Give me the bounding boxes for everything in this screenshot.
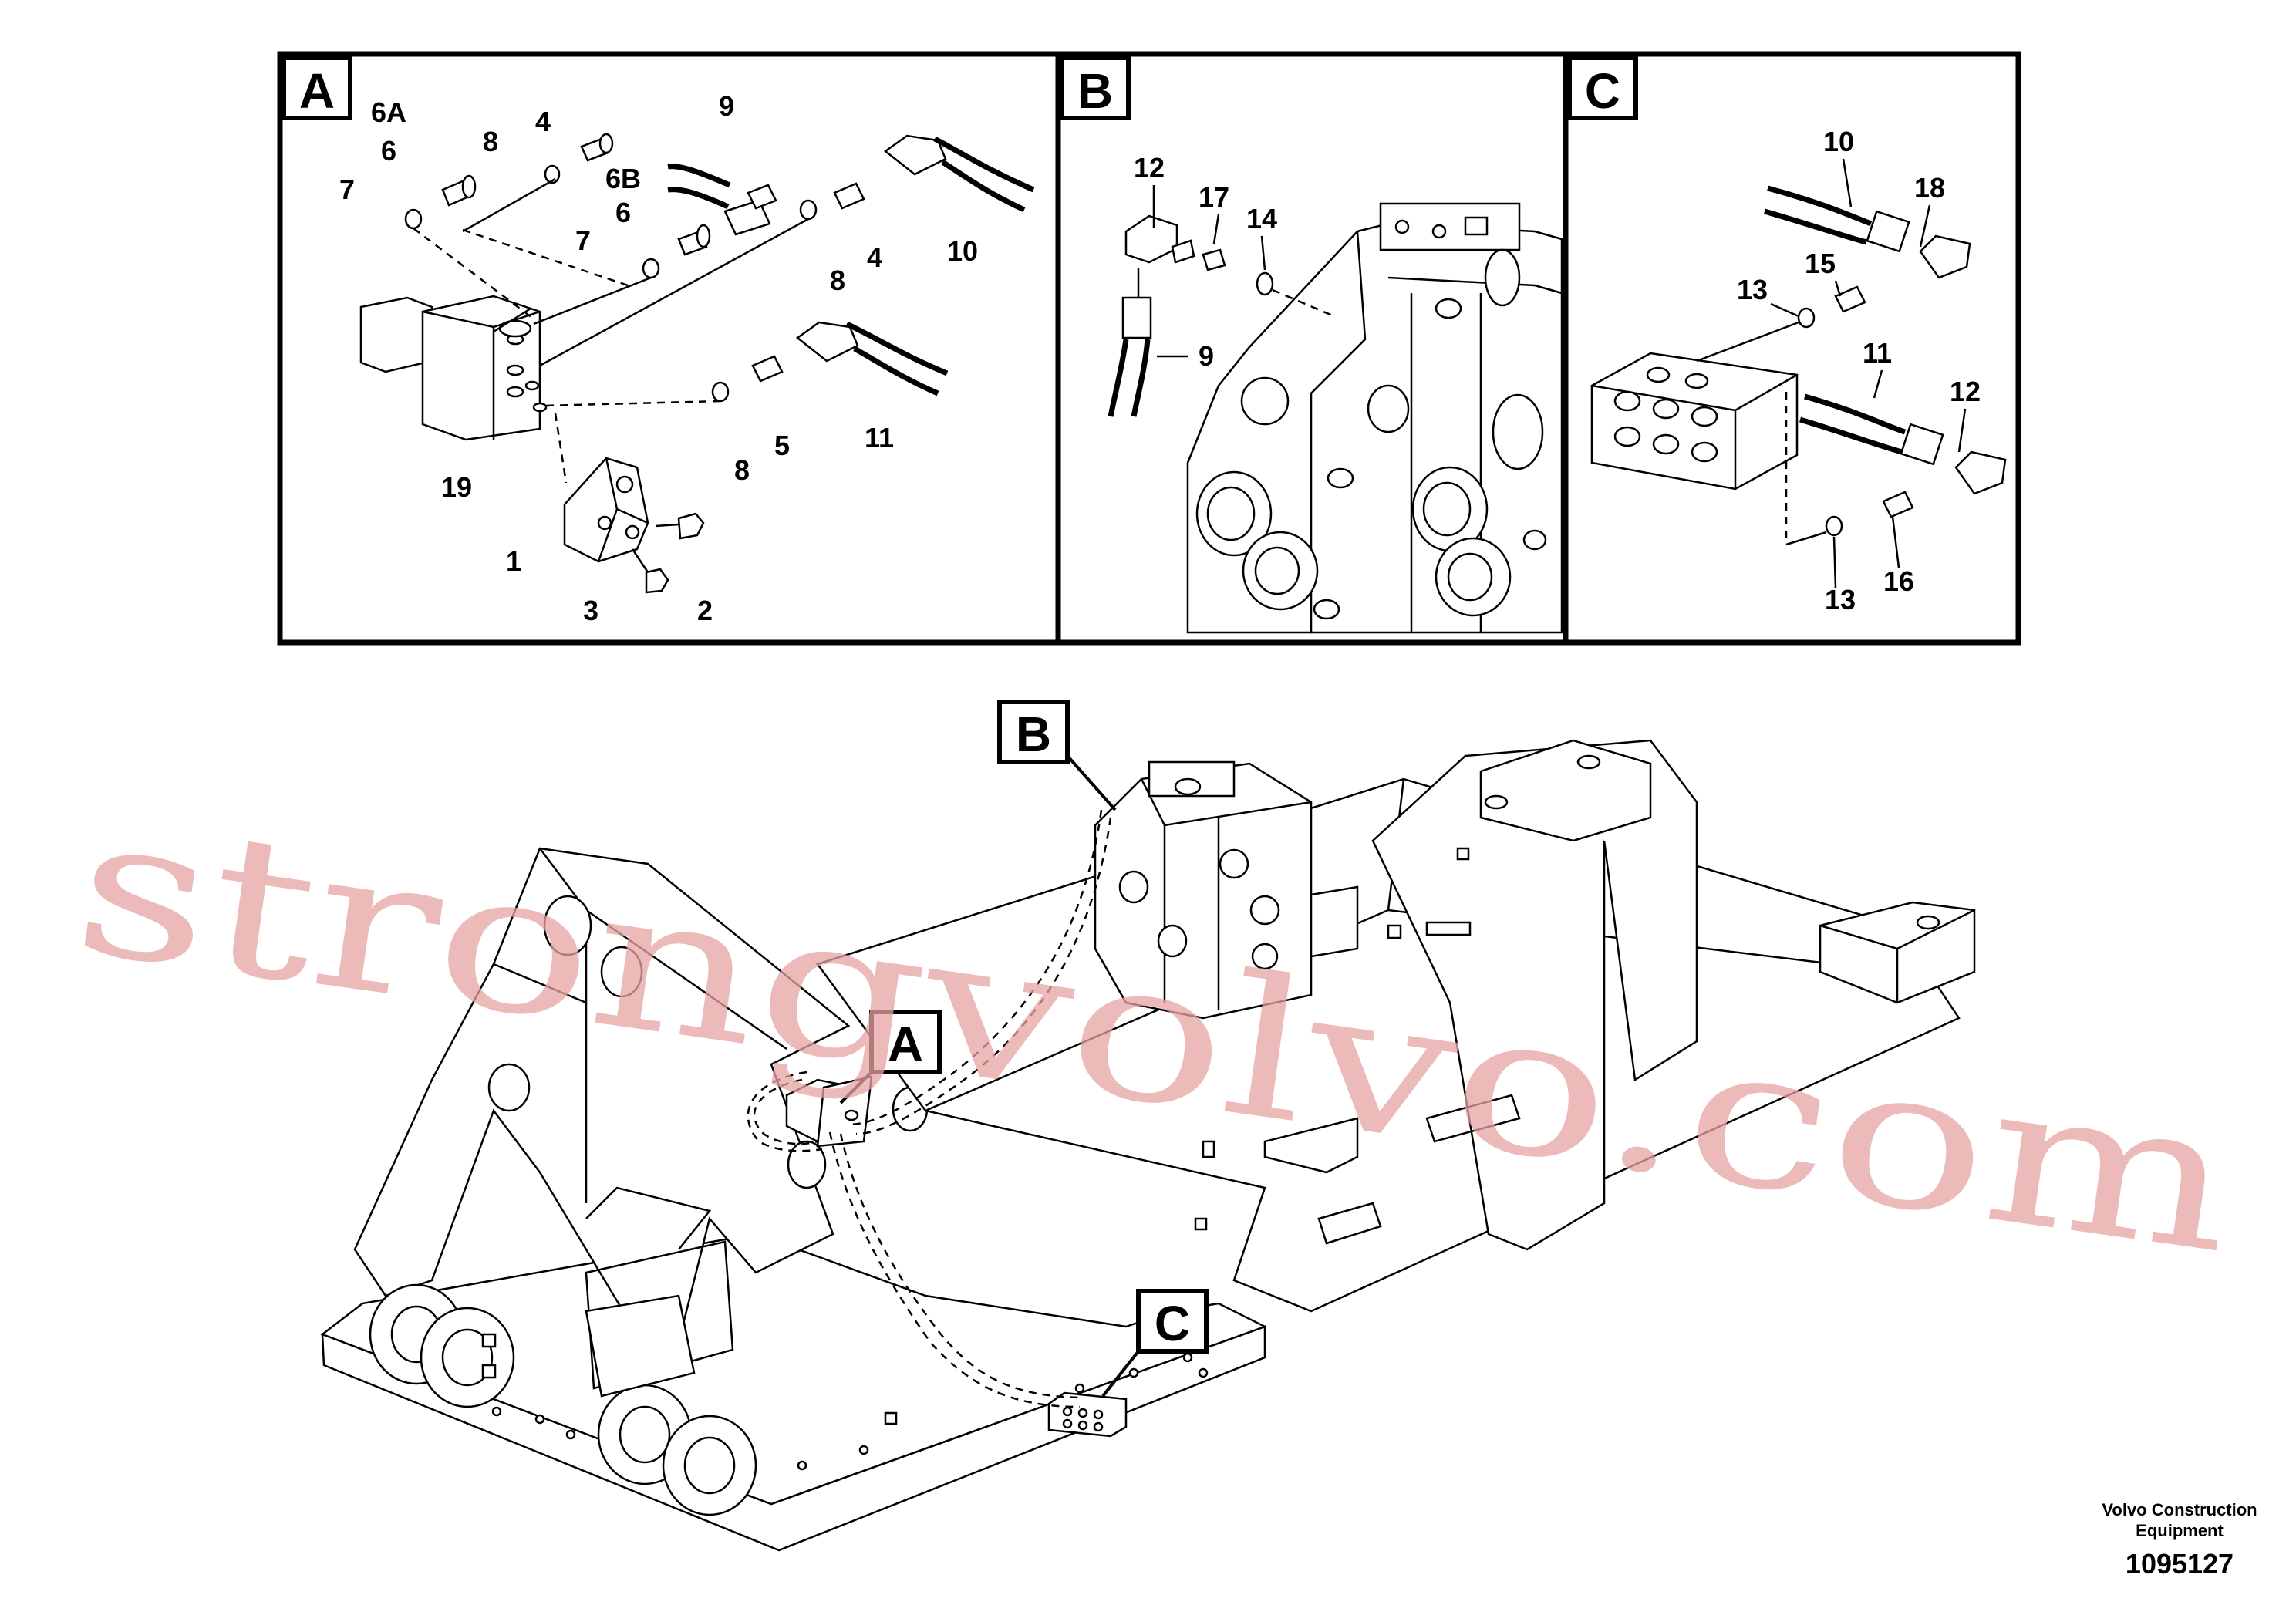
leaders-a [413,177,809,484]
label-7-mid: 7 [575,224,591,256]
footer-block: Volvo Construction Equipment 1095127 [2102,1500,2257,1580]
label-4-top: 4 [535,106,551,137]
callout-a: A [839,1010,942,1104]
callout-b: B [997,700,1117,811]
callout-c-letter: C [1155,1296,1190,1351]
label-12-c: 12 [1950,376,1981,407]
label-8-top: 8 [483,126,498,157]
control-valve [1186,202,1563,634]
label-17: 17 [1199,181,1229,213]
label-6-top: 6 [381,135,396,167]
panel-b-letter-box [1060,56,1131,120]
company-name-line1: Volvo Construction [2102,1500,2257,1519]
frame-distribution-block [1047,1391,1128,1438]
fittings-c [1696,185,2007,546]
label-1: 1 [506,545,521,577]
label-7-top: 7 [339,174,355,205]
label-4-right: 4 [867,241,882,273]
label-6-mid: 6 [615,197,631,228]
label-13-top: 13 [1737,274,1768,305]
panel-b-letter: B [1077,63,1113,119]
company-name-line2: Equipment [2136,1521,2224,1540]
label-18: 18 [1914,172,1945,204]
label-19: 19 [441,471,472,503]
label-14: 14 [1246,203,1277,234]
label-10: 10 [947,235,978,267]
panel-a-letter-box [282,56,352,120]
fittings-b [1108,214,1335,417]
panel-c: C [1567,56,2007,615]
frame-pilot-block [785,1075,873,1148]
label-11: 11 [865,422,894,454]
fittings-a [404,133,1035,403]
label-9-b: 9 [1199,340,1214,372]
label-15: 15 [1805,248,1836,279]
label-8-low: 8 [734,454,750,486]
label-8-mid: 8 [830,265,845,296]
panel-b: B [1060,56,1563,634]
label-16: 16 [1883,565,1914,597]
label-5: 5 [774,430,790,461]
panel-c-letter: C [1585,63,1620,119]
upper-frame-assembly [320,739,1976,1552]
drawing-number: 1095127 [2126,1548,2234,1580]
distribution-block [1590,352,1799,491]
label-11-c: 11 [1863,337,1892,369]
label-12-b: 12 [1134,152,1165,184]
panel-a-letter: A [299,63,335,119]
label-13-low: 13 [1825,584,1856,615]
callout-a-letter: A [888,1017,923,1072]
label-10-c: 10 [1823,126,1854,157]
callout-b-letter: B [1016,706,1051,762]
label-6A: 6A [371,96,406,128]
label-9: 9 [719,90,734,122]
hose-routes [747,809,1112,1408]
panel-c-letter-box [1567,56,1638,120]
label-6B: 6B [605,163,641,194]
frame-control-valve [1094,760,1359,1020]
bracket-1 [563,457,705,594]
label-2: 2 [697,595,713,626]
label-3: 3 [583,595,598,626]
callout-c: C [1101,1289,1209,1398]
panel-a: A [282,56,1035,626]
